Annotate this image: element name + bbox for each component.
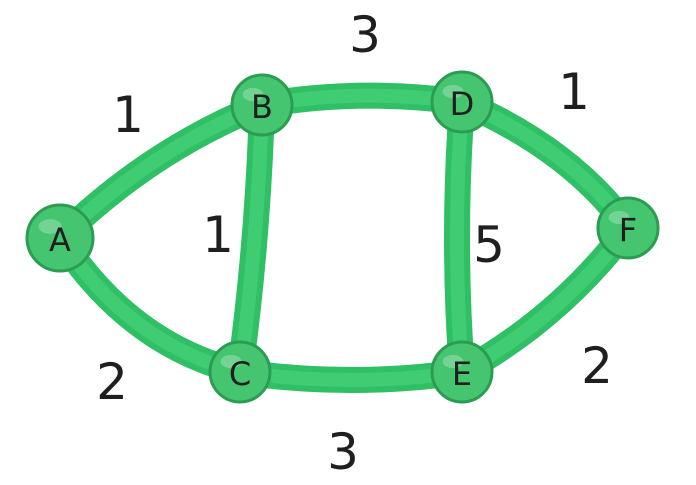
node-label: C: [229, 355, 251, 393]
node-highlight: [442, 354, 464, 369]
node-circle: [230, 73, 294, 137]
edge-b-c: [227, 92, 275, 385]
node-label: E: [452, 355, 472, 393]
edge-highlight: [450, 95, 469, 379]
node-highlight: [220, 354, 242, 369]
edge-weight-a-b: 1: [112, 86, 144, 144]
node-f: F: [596, 196, 660, 260]
edge-weight-a-c: 2: [96, 353, 128, 411]
node-highlight: [242, 87, 264, 102]
edge-highlight: [233, 98, 269, 379]
node-a: A: [25, 203, 95, 273]
node-c: C: [208, 340, 272, 404]
edge-weight-d-e: 5: [473, 216, 505, 274]
edge-d-e: [444, 89, 475, 385]
node-label: D: [450, 85, 475, 123]
node-circle: [430, 340, 494, 404]
nodes-layer: A B C D E F: [25, 70, 660, 404]
node-circle: [208, 340, 272, 404]
node-label: F: [619, 211, 637, 249]
node-b: B: [230, 73, 294, 137]
node-label: A: [49, 221, 71, 259]
node-highlight: [608, 210, 630, 225]
weights-layer: 1 2 1 3 3 5 1 2: [96, 6, 613, 481]
node-circle: [596, 196, 660, 260]
node-highlight: [38, 219, 62, 234]
edge-weight-e-f: 2: [581, 337, 613, 395]
edges-layer: [47, 82, 641, 393]
edge-weight-b-d: 3: [349, 6, 381, 64]
node-label: B: [251, 88, 273, 126]
node-circle: [430, 70, 494, 134]
node-e: E: [430, 340, 494, 404]
node-highlight: [442, 84, 464, 99]
edge-highlight: [233, 365, 469, 387]
edge-weight-c-e: 3: [327, 423, 359, 481]
node-d: D: [430, 70, 494, 134]
edge-weight-b-c: 1: [202, 206, 234, 264]
edge-c-e: [227, 359, 475, 393]
edge-weight-d-f: 1: [558, 63, 590, 121]
node-circle: [25, 203, 95, 273]
